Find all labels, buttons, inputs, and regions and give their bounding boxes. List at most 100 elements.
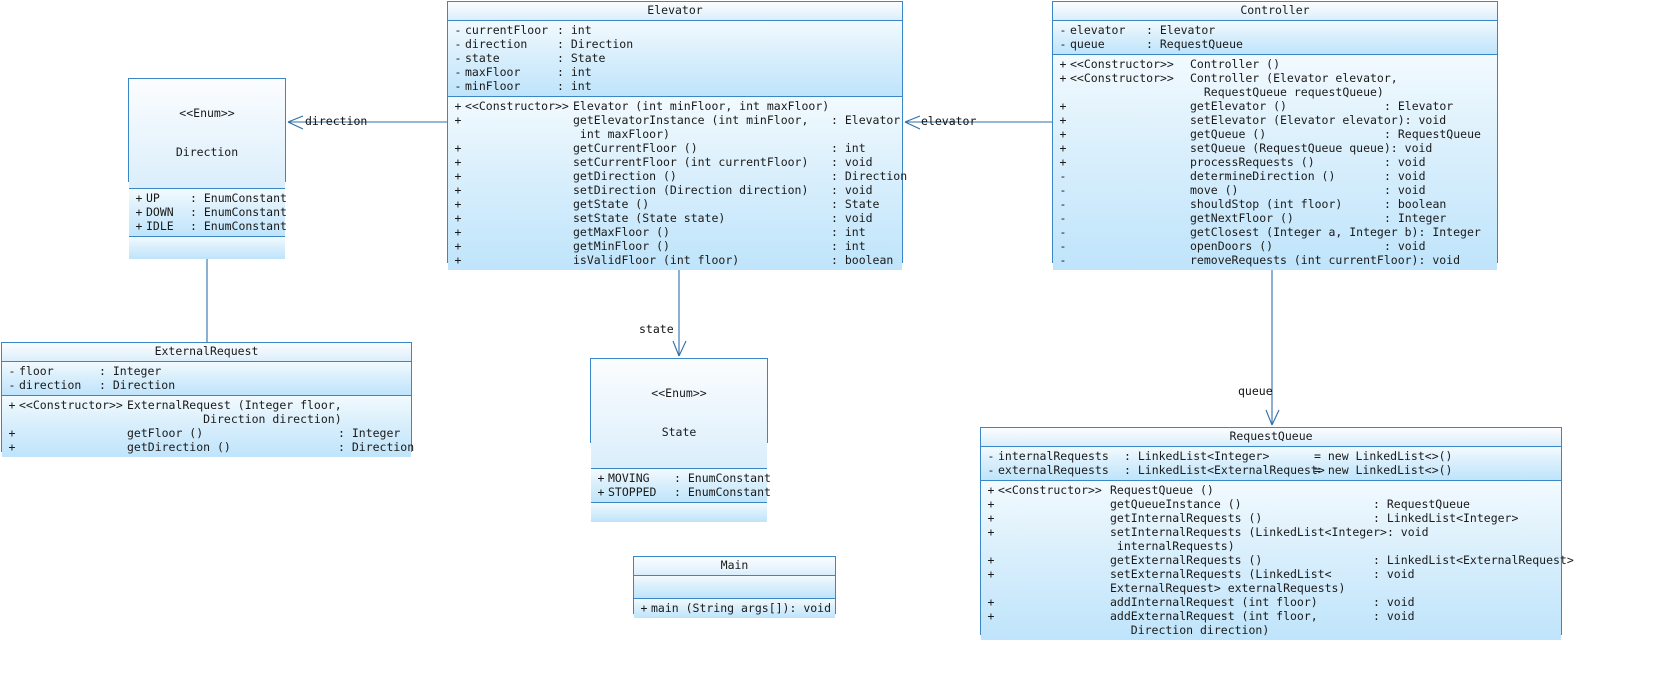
operation-return-type: : int [831, 225, 866, 239]
operation-signature: determineDirection () [1190, 169, 1336, 183]
operation-return-type: : void [1386, 525, 1429, 539]
operation-return-type: : LinkedList<ExternalRequest> [1373, 553, 1574, 567]
class-name-direction: Direction [175, 145, 239, 159]
attribute-type: : State [557, 51, 606, 65]
operation-signature: RequestQueue () [1110, 483, 1214, 497]
operation-row: -determineDirection (): void [1053, 169, 1497, 183]
operation-row: +getMinFloor (): int [448, 239, 902, 253]
attribute-type: : RequestQueue [1146, 37, 1243, 51]
visibility-marker: - [8, 364, 16, 378]
attributes-compartment-externalrequest: -floor: Integer -direction: Direction [2, 362, 411, 396]
operation-signature: removeRequests (int currentFloor) [1190, 253, 1419, 267]
visibility-marker: + [1059, 127, 1067, 141]
attribute-row: -minFloor: int [448, 79, 902, 93]
attribute-row: -internalRequests: LinkedList<Integer>= … [981, 449, 1561, 463]
attribute-name: IDLE [146, 219, 174, 233]
operation-row: +getState (): State [448, 197, 902, 211]
visibility-marker: + [987, 553, 995, 567]
class-box-state[interactable]: <<Enum>> State +MOVING: EnumConstant +ST… [590, 358, 771, 522]
operation-row: +<<Constructor>>RequestQueue () [981, 483, 1561, 497]
operation-row: +getMaxFloor (): int [448, 225, 902, 239]
visibility-marker: - [1059, 169, 1067, 183]
association-label-state: state [639, 322, 674, 336]
operation-signature: setState (State state) [573, 211, 726, 225]
class-box-externalrequest[interactable]: ExternalRequest -floor: Integer -directi… [1, 342, 414, 457]
operation-row: +setState (State state): void [448, 211, 902, 225]
operation-return-type: : Integer [1384, 211, 1447, 225]
attribute-type: : Integer [99, 364, 162, 378]
operation-row: -getClosest (Integer a, Integer b): Inte… [1053, 225, 1497, 239]
operation-row: +getDirection (): Direction [448, 169, 908, 183]
operation-return-type: : void [789, 601, 832, 615]
operation-return-type: : void [1418, 253, 1461, 267]
operation-return-type: : int [831, 239, 866, 253]
class-box-controller[interactable]: Controller -elevator: Elevator -queue: R… [1052, 1, 1498, 270]
operation-return-type: : boolean [831, 253, 894, 267]
operation-row: +main (String args[]): void [634, 601, 835, 615]
operation-return-type: : void [1373, 595, 1415, 609]
class-name-requestqueue: RequestQueue [981, 428, 1561, 447]
visibility-marker: - [454, 79, 462, 93]
operation-return-type: : int [831, 141, 866, 155]
attribute-type: : int [557, 79, 592, 93]
visibility-marker: + [640, 601, 648, 615]
attribute-name: state [465, 51, 500, 65]
attribute-type: : EnumConstant [190, 219, 287, 233]
attribute-type: : Direction [99, 378, 176, 392]
class-box-requestqueue[interactable]: RequestQueue -internalRequests: LinkedLi… [980, 427, 1574, 640]
operation-return-type: : void [831, 211, 873, 225]
operation-signature: getDirection () [573, 169, 677, 183]
class-box-direction[interactable]: <<Enum>> Direction +UP: EnumConstant +DO… [128, 78, 287, 259]
attribute-type: : EnumConstant [190, 191, 287, 205]
visibility-marker: - [454, 37, 462, 51]
operation-row: +getQueue (): RequestQueue [1053, 127, 1497, 141]
attributes-compartment-requestqueue: -internalRequests: LinkedList<Integer>= … [981, 447, 1561, 481]
visibility-marker: + [8, 440, 16, 454]
operation-row: +isValidFloor (int floor): boolean [448, 253, 902, 267]
operation-signature: getInternalRequests () [1110, 511, 1263, 525]
operation-signature: setInternalRequests (LinkedList<Integer>… [1110, 525, 1387, 553]
operation-return-type: : LinkedList<Integer> [1373, 511, 1519, 525]
visibility-marker: + [987, 511, 995, 525]
attribute-type: : EnumConstant [190, 205, 287, 219]
visibility-marker: - [1059, 23, 1067, 37]
operations-compartment-main: +main (String args[]): void [634, 599, 835, 618]
association-label-elevator: elevator [921, 114, 977, 128]
class-stereotype-direction: <<Enum>> [179, 106, 235, 120]
visibility-marker: - [1059, 225, 1067, 239]
operation-signature: getElevator () [1190, 99, 1287, 113]
operation-row: +getElevator (): Elevator [1053, 99, 1497, 113]
operations-compartment-elevator: +<<Constructor>>Elevator (int minFloor, … [448, 97, 908, 270]
attribute-row: +UP: EnumConstant [129, 191, 287, 205]
attribute-row: -direction: Direction [448, 37, 902, 51]
visibility-marker: + [454, 113, 462, 127]
operation-return-type: : void [831, 155, 873, 169]
visibility-marker: - [987, 449, 995, 463]
attribute-row: +STOPPED: EnumConstant [591, 485, 771, 499]
operation-signature: getQueueInstance () [1110, 497, 1242, 511]
class-box-elevator[interactable]: Elevator -currentFloor: int -direction: … [447, 1, 907, 270]
operation-signature: openDoors () [1190, 239, 1274, 253]
operation-return-type: : void [1373, 609, 1415, 623]
attribute-type: : Direction [557, 37, 634, 51]
attribute-row: +IDLE: EnumConstant [129, 219, 287, 233]
operation-row: +setExternalRequests (LinkedList< Extern… [981, 567, 1561, 595]
operation-row: -shouldStop (int floor): boolean [1053, 197, 1497, 211]
class-header-direction: <<Enum>> Direction [129, 79, 285, 189]
attribute-name: STOPPED [608, 485, 657, 499]
visibility-marker: + [454, 169, 462, 183]
attribute-name: maxFloor [465, 65, 521, 79]
operation-signature: getQueue () [1190, 127, 1267, 141]
operation-signature: getElevatorInstance (int minFloor, int m… [573, 113, 809, 141]
visibility-marker: + [1059, 71, 1067, 85]
operation-signature: move () [1190, 183, 1239, 197]
attribute-name: MOVING [608, 471, 650, 485]
attributes-compartment-state: +MOVING: EnumConstant +STOPPED: EnumCons… [591, 469, 771, 503]
visibility-marker: + [454, 239, 462, 253]
operation-row: +<<Constructor>>Controller (Elevator ele… [1053, 71, 1497, 99]
operation-signature: getExternalRequests () [1110, 553, 1263, 567]
visibility-marker: + [1059, 141, 1067, 155]
class-box-main[interactable]: Main +main (String args[]): void [633, 556, 836, 618]
operation-stereotype: <<Constructor>> [19, 398, 123, 412]
attribute-name: externalRequests [998, 463, 1109, 477]
